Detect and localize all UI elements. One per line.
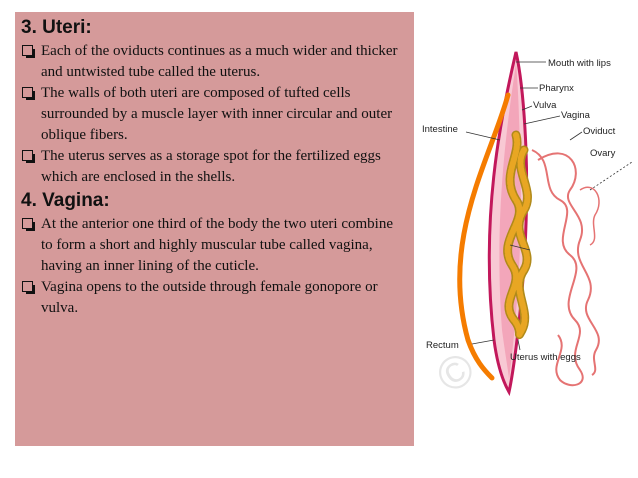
label-intestine: Intestine bbox=[422, 124, 458, 135]
uteri-bullet-2: The walls of both uteri are composed of … bbox=[21, 83, 408, 146]
ovary bbox=[579, 186, 600, 246]
reproductive-system-diagram: © Mouth with lips Pharynx Vulva Vagina I… bbox=[420, 40, 638, 440]
uteri-heading: 3. Uteri: bbox=[21, 17, 92, 38]
vagina-bullet-2: Vagina opens to the outside through fema… bbox=[21, 277, 408, 319]
diagram-svg: © Mouth with lips Pharynx Vulva Vagina I… bbox=[422, 51, 633, 403]
bullet-text: Vagina opens to the outside through fema… bbox=[41, 279, 378, 316]
intestine bbox=[457, 92, 511, 381]
label-uterus: Uterus with eggs bbox=[510, 352, 581, 363]
label-vulva: Vulva bbox=[533, 100, 557, 111]
label-ovary: Ovary bbox=[590, 148, 616, 159]
oviduct-2 bbox=[537, 152, 600, 376]
leader-vulva bbox=[521, 105, 533, 111]
leader-ovary bbox=[589, 161, 633, 191]
bullet-text: The walls of both uteri are composed of … bbox=[41, 85, 393, 143]
uteri-bullet-1: Each of the oviducts continues as a much… bbox=[21, 41, 408, 83]
label-vagina: Vagina bbox=[561, 110, 591, 121]
leader-vagina bbox=[523, 115, 561, 125]
oviduct-1 bbox=[531, 149, 584, 387]
bullet-text: Each of the oviducts continues as a much… bbox=[41, 43, 398, 80]
leader-uterus bbox=[517, 339, 521, 351]
leader-uterus-arrow bbox=[509, 244, 531, 251]
checkbox-bullet-icon bbox=[22, 218, 35, 231]
checkbox-bullet-icon bbox=[22, 45, 35, 58]
leader-rectum bbox=[471, 339, 495, 345]
leader-oviduct bbox=[569, 131, 583, 141]
vagina-heading: 4. Vagina: bbox=[21, 190, 110, 211]
label-pharynx: Pharynx bbox=[539, 83, 574, 94]
bullet-text: At the anterior one third of the body th… bbox=[41, 216, 393, 274]
checkbox-bullet-icon bbox=[22, 150, 35, 163]
label-rectum: Rectum bbox=[426, 340, 459, 351]
vagina-bullet-1: At the anterior one third of the body th… bbox=[21, 214, 408, 277]
label-mouth: Mouth with lips bbox=[548, 58, 611, 69]
uteri-bullet-3: The uterus serves as a storage spot for … bbox=[21, 146, 408, 188]
text-panel: 3. Uteri: Each of the oviducts continues… bbox=[15, 12, 414, 446]
bullet-text: The uterus serves as a storage spot for … bbox=[41, 148, 381, 185]
label-oviduct: Oviduct bbox=[583, 126, 616, 137]
leader-intestine bbox=[465, 131, 501, 141]
checkbox-bullet-icon bbox=[22, 87, 35, 100]
uterus-fill bbox=[504, 132, 531, 338]
checkbox-bullet-icon bbox=[22, 281, 35, 294]
